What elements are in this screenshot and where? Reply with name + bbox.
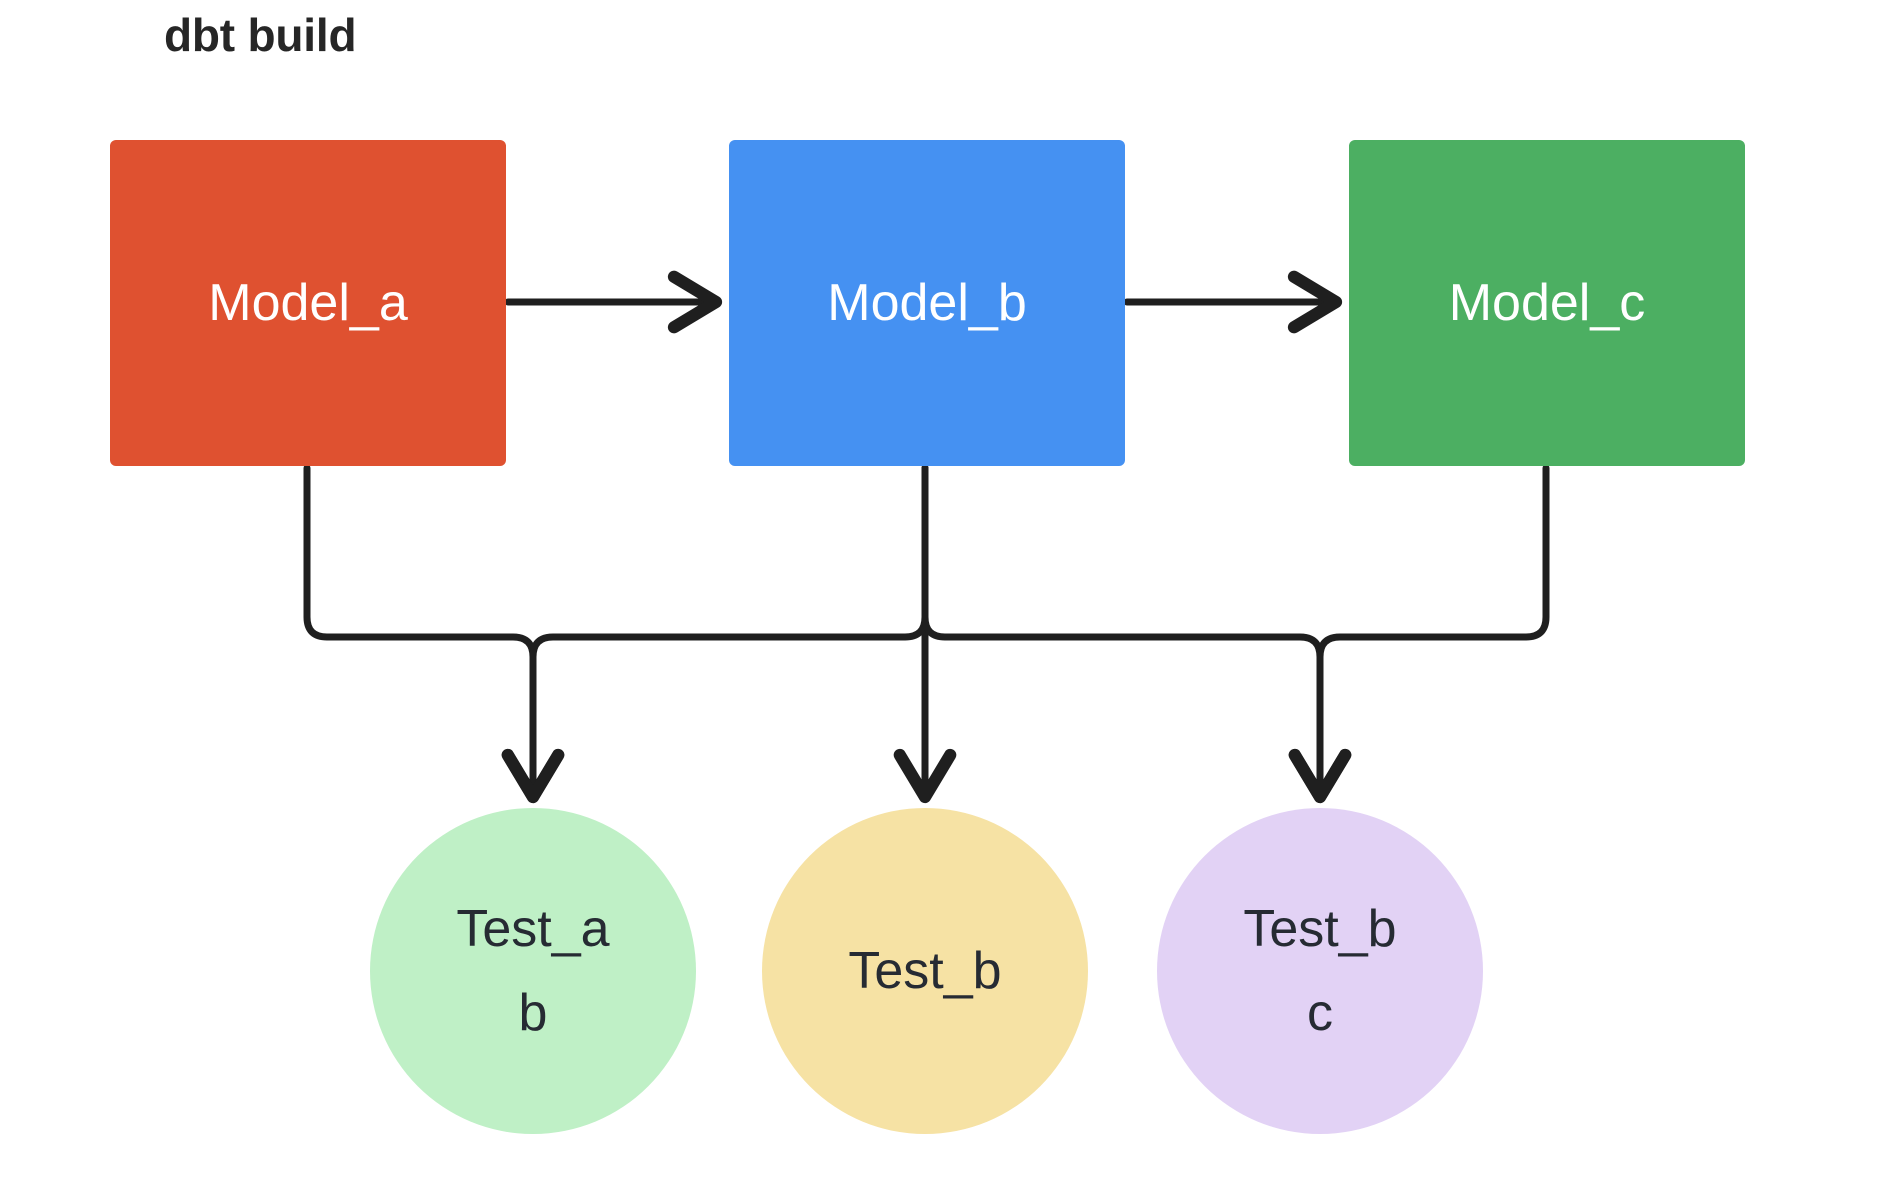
edge-model-a-to-test-ab bbox=[303, 464, 565, 804]
node-model-b[interactable]: Model_b bbox=[729, 140, 1125, 466]
node-test-b[interactable]: Test_b bbox=[762, 808, 1088, 1134]
node-test-bc-label: Test_bc bbox=[1243, 899, 1397, 1042]
node-model-c[interactable]: Model_c bbox=[1349, 140, 1745, 466]
node-model-a-label: Model_a bbox=[208, 274, 408, 332]
node-model-b-label: Model_b bbox=[827, 274, 1027, 332]
node-test-bc[interactable]: Test_bc bbox=[1157, 808, 1483, 1134]
node-test-b-label: Test_b bbox=[848, 941, 1002, 1000]
edge-model-c-to-test-bc bbox=[1288, 464, 1550, 804]
node-test-ab[interactable]: Test_ab bbox=[370, 808, 696, 1134]
node-model-c-label: Model_c bbox=[1448, 274, 1646, 332]
page-title: dbt build bbox=[164, 9, 357, 61]
edge-model-b-to-test-ab bbox=[501, 464, 929, 804]
node-test-ab-label: Test_ab bbox=[456, 899, 610, 1042]
node-model-a[interactable]: Model_a bbox=[110, 140, 506, 466]
edge-model-b-to-test-bc bbox=[921, 464, 1352, 804]
